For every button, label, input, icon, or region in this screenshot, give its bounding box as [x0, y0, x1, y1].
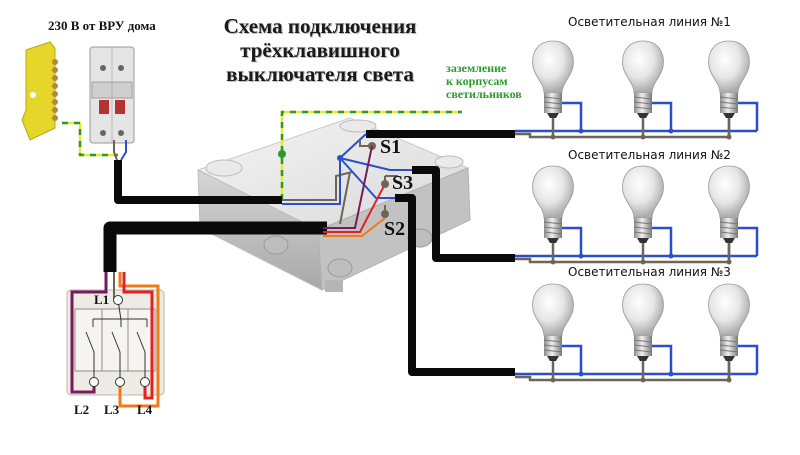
switch-terminal-l3-label: L3	[104, 402, 120, 417]
light-bulb-icon	[708, 40, 750, 119]
diagram-title: Схема подключения трёхклавишного выключа…	[170, 14, 470, 86]
lighting-line-2	[515, 165, 759, 265]
lamp-neutral-lead	[652, 344, 673, 374]
junction-dot	[578, 371, 584, 377]
lighting-line-2-label: Осветительная линия №2	[568, 148, 731, 162]
ground-label-line-1: заземление	[446, 61, 507, 75]
junction-dot	[640, 377, 646, 383]
junction-dot	[668, 128, 674, 134]
circuit-breaker	[89, 46, 135, 144]
light-bulb-icon	[532, 40, 574, 119]
lighting-line-1-label: Осветительная линия №1	[568, 15, 731, 29]
ground-wire	[62, 110, 462, 200]
light-bulb-icon	[622, 283, 664, 362]
junction-dot	[550, 134, 556, 140]
junction-dot	[640, 259, 646, 265]
title-line-1: Схема подключения трёхклавишного	[223, 14, 417, 62]
lamp-neutral-lead	[562, 344, 583, 374]
light-bulb-icon	[708, 165, 750, 244]
terminal-s3-label: S3	[392, 172, 414, 194]
junction-dot	[668, 253, 674, 259]
lamp-neutral-lead	[738, 226, 759, 256]
switch-wiring	[70, 272, 160, 408]
source-label: 230 В от ВРУ дома	[48, 18, 156, 33]
lighting-line-1	[515, 40, 759, 140]
light-bulb-icon	[708, 283, 750, 362]
cables	[103, 130, 515, 376]
light-bulb-icon	[622, 40, 664, 119]
junction-dot	[550, 259, 556, 265]
ground-bus-bar	[21, 41, 58, 141]
junction-dot	[726, 259, 732, 265]
junction-wiring	[282, 133, 412, 237]
terminal-s2-label: S2	[384, 218, 406, 240]
three-gang-switch	[66, 289, 165, 396]
phase-wire	[515, 118, 731, 139]
junction-dot	[578, 128, 584, 134]
phase-wire	[515, 243, 731, 264]
lamp-neutral-lead	[652, 226, 673, 256]
lighting-lines	[515, 40, 759, 383]
lamp-neutral-lead	[562, 226, 583, 256]
switch-terminals	[89, 295, 150, 387]
junction-dot	[550, 377, 556, 383]
terminal-s1-label: S1	[380, 136, 402, 158]
lamp-neutral-lead	[738, 344, 759, 374]
lamp-neutral-lead	[562, 101, 583, 131]
switch-terminal-l2-label: L2	[74, 402, 90, 417]
junction-dot	[726, 377, 732, 383]
junction-dot	[640, 134, 646, 140]
ground-label-line-3: светильников	[446, 87, 522, 101]
phase-wire	[515, 361, 731, 382]
lamp-neutral-lead	[652, 101, 673, 131]
junction-dot	[726, 134, 732, 140]
light-bulb-icon	[622, 165, 664, 244]
ground-label: заземление к корпусам светильников	[446, 62, 522, 101]
light-bulb-icon	[532, 283, 574, 362]
title-line-2: выключателя света	[226, 62, 414, 86]
lamp-neutral-lead	[738, 101, 759, 131]
lighting-line-3-label: Осветительная линия №3	[568, 265, 731, 279]
switch-terminal-l4-label: L4	[137, 402, 153, 417]
junction-dot	[668, 371, 674, 377]
junction-dot	[578, 253, 584, 259]
switch-terminal-l1-label: L1	[94, 292, 110, 307]
lighting-line-3	[515, 283, 759, 383]
ground-label-line-2: к корпусам	[446, 74, 508, 88]
light-bulb-icon	[532, 165, 574, 244]
